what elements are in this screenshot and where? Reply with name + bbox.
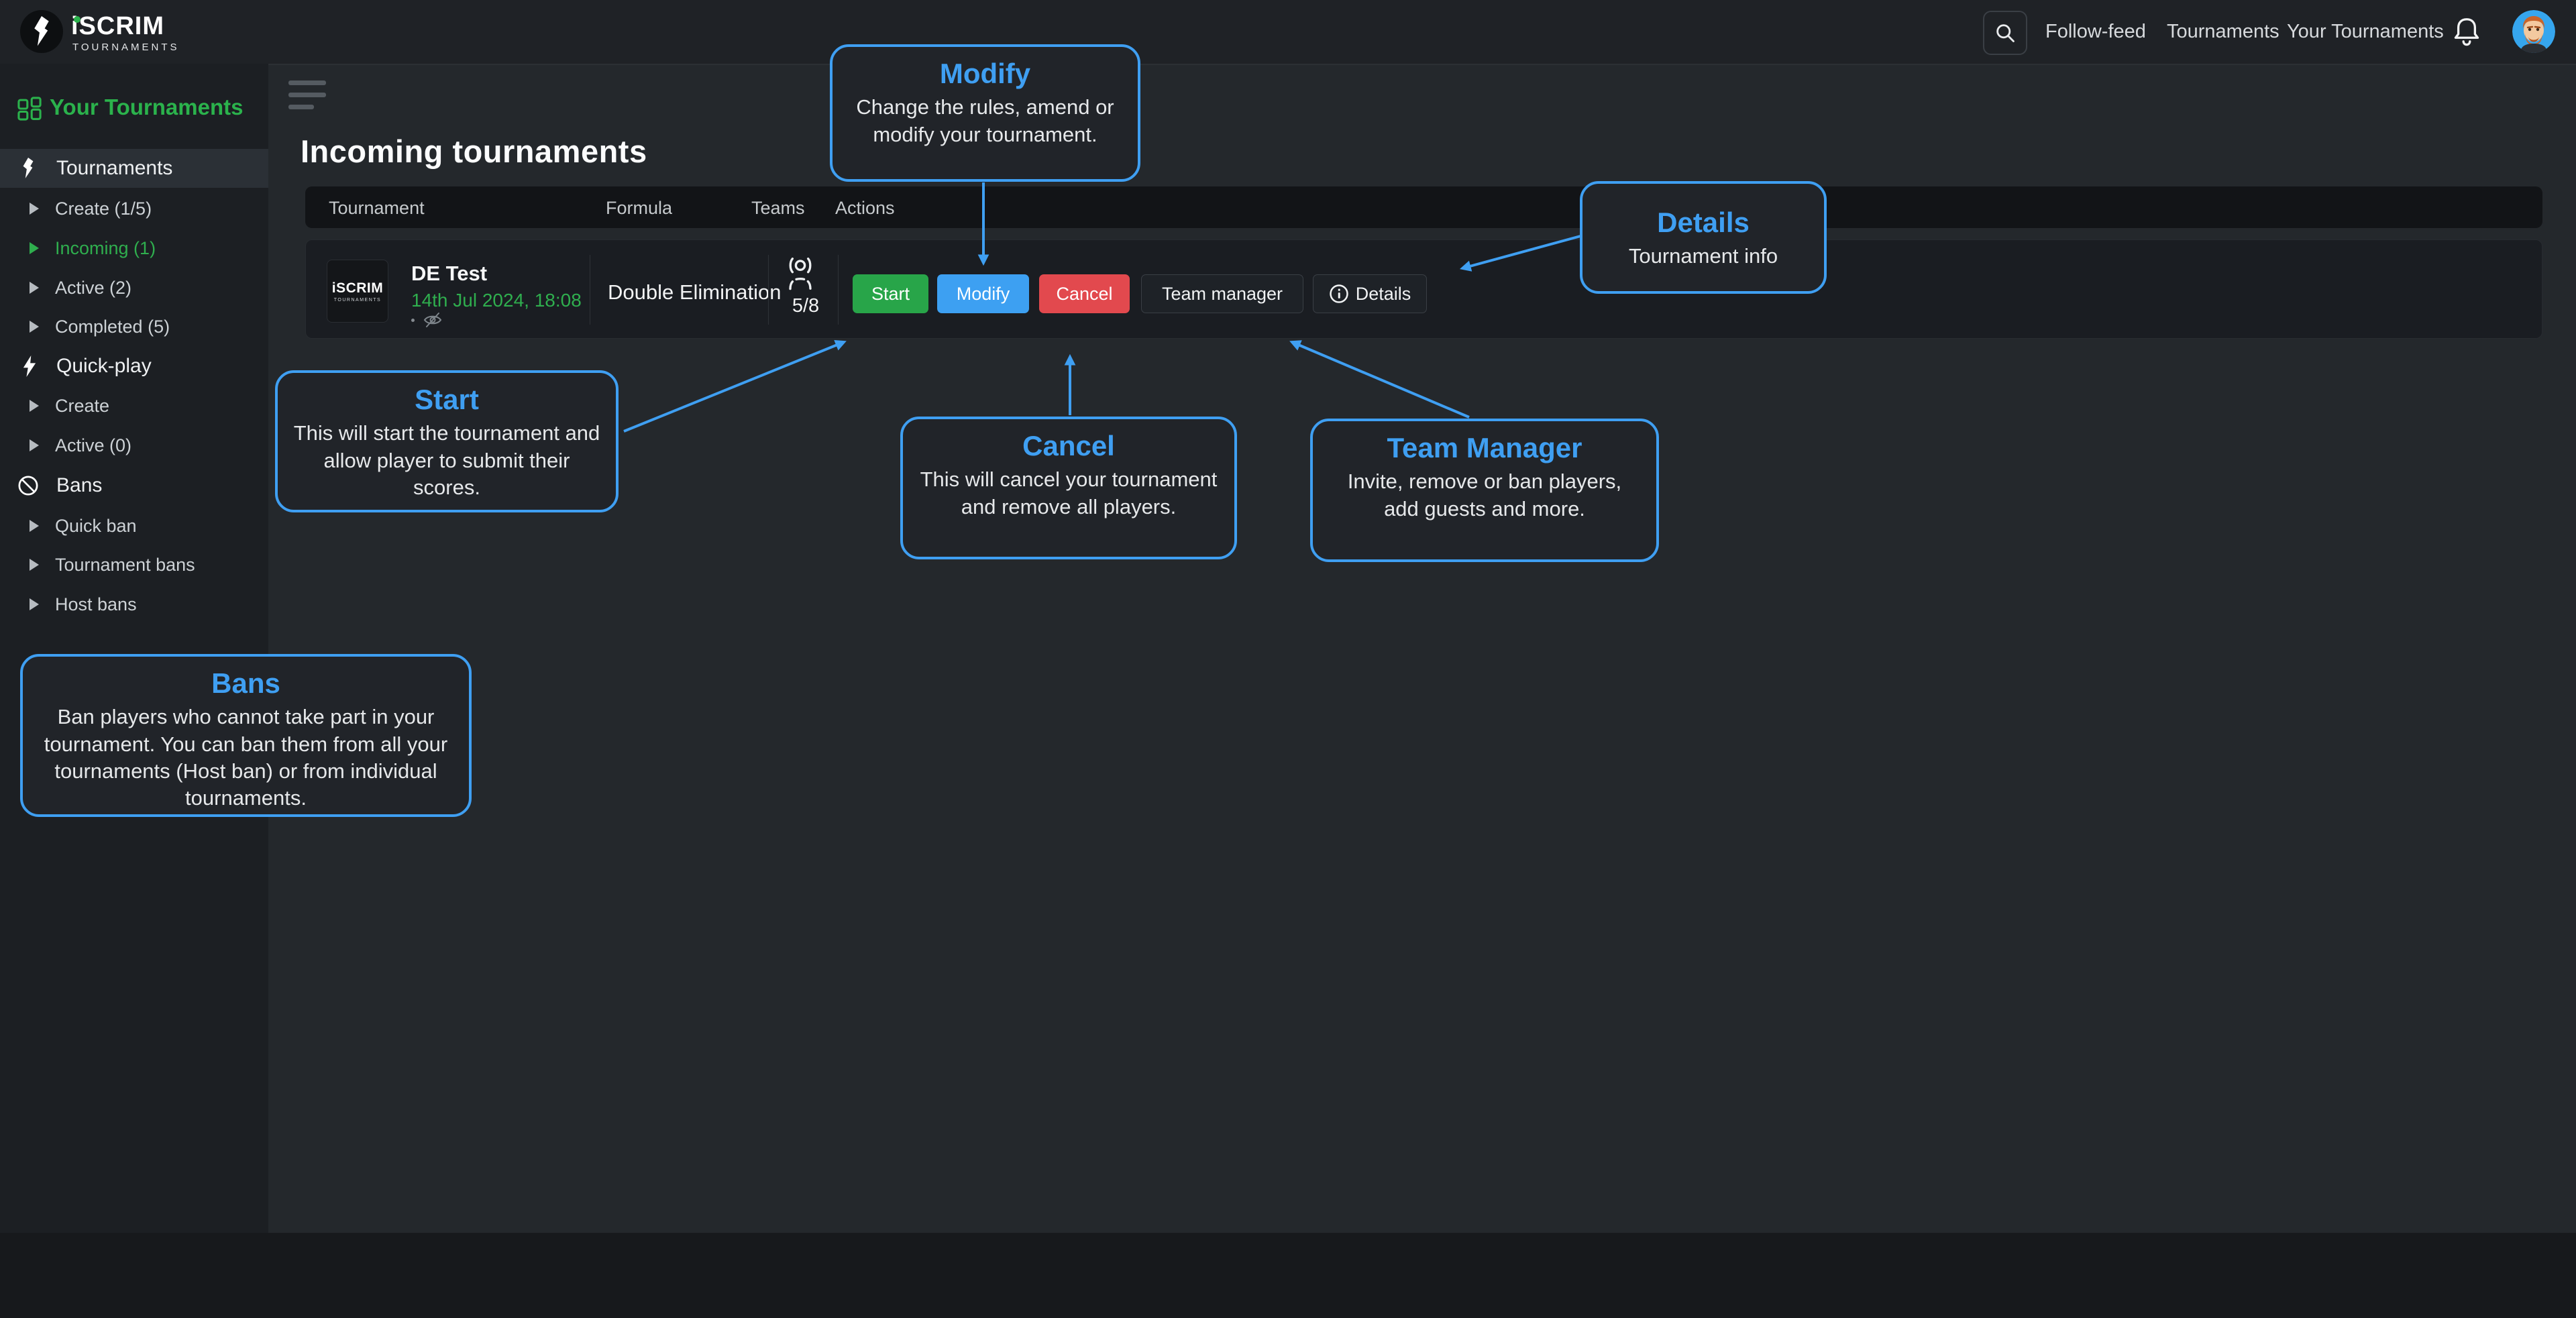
search-icon [1996, 24, 2015, 42]
tournament-meta [411, 311, 443, 329]
details-button[interactable]: Details [1313, 274, 1427, 313]
teams-count: 5/8 [792, 295, 820, 317]
sidebar-item-host-bans[interactable]: Host bans [0, 588, 268, 621]
connector-team-manager [1289, 340, 1470, 419]
sidebar-section-title: Your Tournaments [50, 95, 244, 119]
tournament-name: DE Test [411, 262, 488, 285]
sidebar-section-your-tournaments: Your Tournaments [0, 87, 268, 127]
sidebar-item-tournament-bans[interactable]: Tournament bans [0, 548, 268, 582]
brand-logo-icon[interactable] [20, 10, 63, 53]
column-header-actions: Actions [835, 198, 895, 218]
callout-modify: Modify Change the rules, amend or modify… [830, 44, 1140, 182]
nav-tournaments[interactable]: Tournaments [2167, 21, 2279, 42]
sidebar-item-create-quickplay[interactable]: Create [0, 389, 268, 423]
column-header-formula: Formula [606, 198, 673, 218]
ban-icon [18, 476, 38, 496]
callout-details: Details Tournament info [1580, 181, 1827, 294]
chevron-right-icon [30, 242, 39, 254]
separator-dot [411, 318, 415, 322]
nav-your-tournaments[interactable]: Your Tournaments [2287, 21, 2444, 42]
footer-strip [0, 1233, 2576, 1318]
callout-team-manager: Team Manager Invite, remove or ban playe… [1310, 419, 1659, 562]
chevron-right-icon [30, 203, 39, 215]
tournament-formula: Double Elimination [608, 280, 782, 304]
sidebar-item-active-tournaments[interactable]: Active (2) [0, 271, 268, 305]
chevron-right-icon [30, 321, 39, 333]
lightning-icon [23, 355, 36, 377]
search-button[interactable] [1983, 11, 2027, 55]
column-divider [768, 255, 769, 325]
info-icon [1329, 284, 1348, 303]
chevron-right-icon [30, 520, 39, 532]
callout-cancel: Cancel This will cancel your tournament … [900, 417, 1237, 559]
column-header-teams: Teams [751, 198, 805, 218]
brand-mark-icon [23, 158, 34, 178]
callout-bans: Bans Ban players who cannot take part in… [20, 654, 472, 817]
sidebar-item-quick-ban[interactable]: Quick ban [0, 509, 268, 543]
brand-name: iSCRIM [71, 12, 164, 40]
page-title: Incoming tournaments [301, 133, 647, 169]
users-icon [789, 258, 812, 290]
sidebar-item-bans[interactable]: Bans [0, 466, 268, 505]
cancel-button[interactable]: Cancel [1039, 274, 1130, 313]
sidebar-item-create-tournament[interactable]: Create (1/5) [0, 192, 268, 225]
chevron-right-icon [30, 439, 39, 451]
chevron-right-icon [30, 282, 39, 294]
chevron-right-icon [30, 598, 39, 610]
brand-mark-icon [34, 16, 49, 46]
column-header-tournament: Tournament [329, 198, 425, 218]
table-row: iSCRIM TOURNAMENTS DE Test 14th Jul 2024… [305, 239, 2542, 339]
eye-off-icon [423, 313, 442, 327]
sidebar-item-quick-play[interactable]: Quick-play [0, 347, 268, 386]
sidebar-item-incoming[interactable]: Incoming (1) [0, 231, 268, 265]
brand-subtitle: TOURNAMENTS [72, 42, 180, 53]
notifications-button[interactable] [2452, 0, 2481, 64]
connector-start [623, 339, 847, 433]
bell-icon [2454, 17, 2479, 46]
tournament-datetime: 14th Jul 2024, 18:08 [411, 290, 582, 311]
callout-start: Start This will start the tournament and… [275, 370, 619, 512]
start-button[interactable]: Start [853, 274, 928, 313]
sidebar-item-active-quickplay[interactable]: Active (0) [0, 429, 268, 462]
column-divider [838, 255, 839, 325]
sidebar-item-tournaments[interactable]: Tournaments [0, 149, 268, 188]
sidebar-item-completed[interactable]: Completed (5) [0, 310, 268, 343]
brand-green-dot [74, 16, 80, 23]
tournament-thumbnail: iSCRIM TOURNAMENTS [327, 260, 388, 323]
modify-button[interactable]: Modify [937, 274, 1029, 313]
teams-cell: 5/8 [786, 258, 826, 317]
table-header: Tournament Formula Teams Actions [305, 186, 2542, 228]
nav-follow-feed[interactable]: Follow-feed [2045, 21, 2146, 42]
avatar[interactable] [2512, 10, 2555, 53]
team-manager-button[interactable]: Team manager [1141, 274, 1303, 313]
sidebar: Your Tournaments Tournaments Create (1/5… [0, 64, 268, 1233]
chevron-right-icon [30, 400, 39, 412]
chevron-right-icon [30, 559, 39, 571]
top-navbar: iSCRIM TOURNAMENTS Follow-feed Tournamen… [0, 0, 2576, 65]
menu-icon[interactable] [288, 80, 327, 115]
grid-icon [17, 97, 42, 121]
